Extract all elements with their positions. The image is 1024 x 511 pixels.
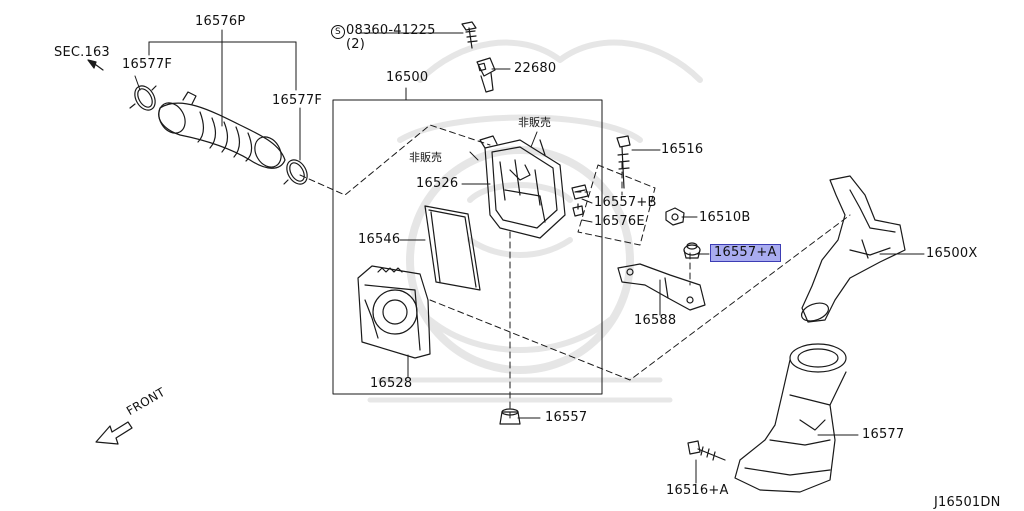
label-16576P: 16576P xyxy=(195,14,246,29)
clip-16576E xyxy=(572,203,584,217)
label-16526: 16526 xyxy=(416,176,459,191)
label-16546: 16546 xyxy=(358,232,401,247)
label-16557B: 16557+B xyxy=(594,195,657,210)
label-16557: 16557 xyxy=(545,410,588,425)
clamp-16577F-right xyxy=(283,159,308,185)
mass-air-flow-sensor-22680 xyxy=(476,57,496,93)
label-16557A-highlighted: 16557+A xyxy=(710,244,781,262)
air-duct-16576P xyxy=(158,91,286,169)
bolt-symbol-icon: S xyxy=(331,25,345,39)
label-16516: 16516 xyxy=(661,142,704,157)
front-direction-arrow xyxy=(95,421,133,445)
label-16577F-left: 16577F xyxy=(122,57,173,72)
label-16500: 16500 xyxy=(386,70,429,85)
diagram-code: J16501DN xyxy=(934,495,1001,510)
sec163-arrow xyxy=(87,59,104,71)
label-not-for-sale-right: 非販売 xyxy=(518,116,551,129)
clamp-16577F-left xyxy=(129,85,157,111)
label-16516A: 16516+A xyxy=(666,483,729,498)
assembly-box-16500 xyxy=(332,99,603,395)
label-08360-quantity: (2) xyxy=(346,37,366,52)
air-cleaner-lower-case-16528 xyxy=(357,265,431,359)
label-16510B: 16510B xyxy=(699,210,751,225)
label-not-for-sale-left: 非販売 xyxy=(409,151,442,164)
resonator-duct-16500X xyxy=(800,175,906,323)
label-16576E: 16576E xyxy=(594,214,645,229)
filter-element-16546 xyxy=(424,205,481,291)
label-16528: 16528 xyxy=(370,376,413,391)
label-16577F-right: 16577F xyxy=(272,93,323,108)
resonator-16577 xyxy=(734,343,847,493)
label-16588: 16588 xyxy=(634,313,677,328)
air-cleaner-case-16526 xyxy=(479,135,566,239)
bolt-08360 xyxy=(461,21,478,49)
bolt-16516 xyxy=(616,135,631,189)
label-08360-part: 08360-41225 xyxy=(346,23,436,38)
bracket-16588 xyxy=(617,263,706,311)
bolt-16516A xyxy=(687,440,726,461)
label-sec163: SEC.163 xyxy=(54,45,110,60)
bracket-16576P xyxy=(148,29,297,127)
grommet-16557 xyxy=(499,408,521,425)
label-16500X: 16500X xyxy=(926,246,978,261)
leader-lines xyxy=(134,32,925,484)
label-22680: 22680 xyxy=(514,61,557,76)
grommet-16557A xyxy=(683,242,701,259)
grommet-16557B xyxy=(571,184,589,200)
label-16577: 16577 xyxy=(862,427,905,442)
nut-16510B xyxy=(665,207,685,226)
